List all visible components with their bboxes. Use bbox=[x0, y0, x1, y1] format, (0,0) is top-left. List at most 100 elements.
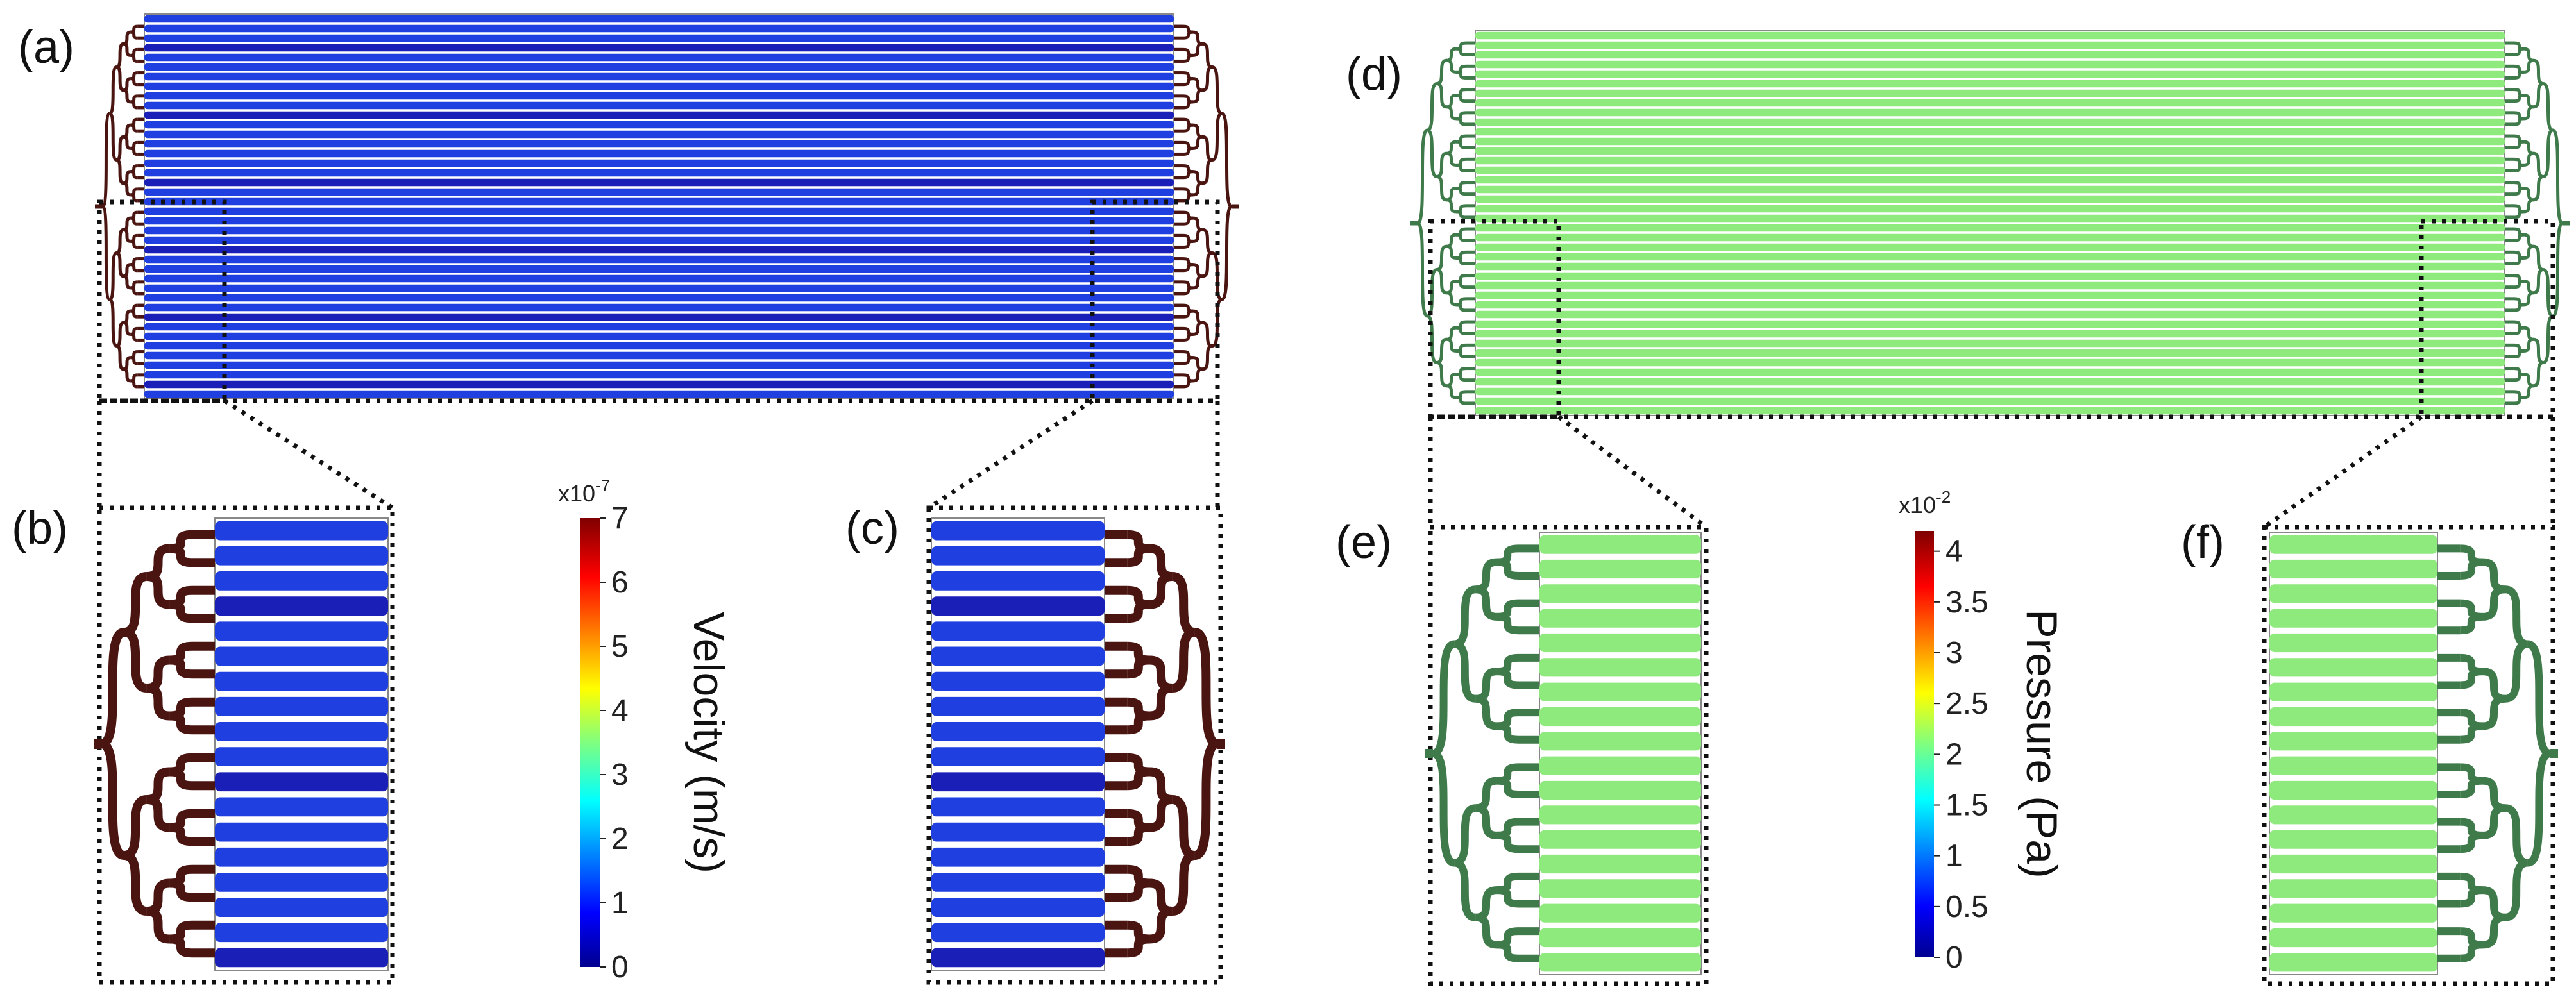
manifold-branch bbox=[1202, 135, 1213, 162]
manifold-branch bbox=[1126, 934, 1150, 958]
manifold-branch bbox=[1149, 572, 1173, 609]
channel bbox=[931, 772, 1105, 792]
pressure-colorbar-gradient bbox=[1915, 531, 1934, 957]
manifold-branch bbox=[123, 88, 131, 104]
channel bbox=[144, 217, 1174, 225]
panel-e-frame bbox=[1428, 525, 1709, 986]
manifold-branch bbox=[1192, 274, 1203, 290]
channel bbox=[144, 178, 1174, 187]
manifold-branch bbox=[123, 30, 131, 46]
manifold-branch bbox=[123, 135, 131, 150]
channel bbox=[215, 822, 388, 842]
channel bbox=[1475, 320, 2505, 328]
channel bbox=[2269, 780, 2437, 800]
channel bbox=[215, 621, 388, 641]
panel-a: (a) bbox=[18, 13, 1239, 510]
panel-e-channels bbox=[1425, 532, 1702, 975]
channel bbox=[1539, 707, 1701, 727]
channel-array-background bbox=[1539, 532, 1702, 975]
channel bbox=[144, 284, 1174, 292]
panel-d-zoom-box-right bbox=[2419, 219, 2555, 419]
manifold-branch bbox=[1446, 384, 1457, 399]
pressure-colorbar-exponent: x10 bbox=[1899, 492, 1936, 518]
channel bbox=[215, 646, 388, 666]
colorbar-tick-label: 5 bbox=[611, 630, 629, 664]
manifold-branch bbox=[1446, 58, 1457, 74]
manifold-branch bbox=[1455, 373, 1466, 382]
manifold-branch bbox=[2533, 58, 2544, 85]
channel bbox=[1539, 805, 1701, 825]
channel bbox=[931, 722, 1105, 741]
channel bbox=[1475, 224, 2505, 232]
manifold-branch bbox=[1183, 170, 1194, 180]
manifold-branch bbox=[1183, 77, 1194, 87]
pressure-colorbar: x10-2 00.511.522.533.54 Pressure (Pa) bbox=[1899, 487, 2066, 975]
channel bbox=[144, 226, 1174, 235]
manifold-branch bbox=[1453, 585, 1477, 648]
manifold-branch bbox=[1455, 210, 1466, 219]
channel bbox=[931, 847, 1105, 867]
channel bbox=[144, 92, 1174, 100]
channel bbox=[215, 772, 388, 792]
manifold-branch bbox=[2526, 750, 2552, 867]
manifold-branch bbox=[1446, 198, 1457, 214]
manifold-branch bbox=[2523, 187, 2534, 202]
panel-d-zoom-box-left bbox=[1428, 219, 1561, 419]
manifold-branch bbox=[130, 263, 138, 273]
channel bbox=[1475, 339, 2505, 348]
channel bbox=[144, 130, 1174, 139]
panel-b-channels bbox=[94, 517, 389, 971]
channel bbox=[144, 265, 1174, 273]
channel bbox=[931, 646, 1105, 666]
panel-a-zoom-box-left bbox=[97, 199, 227, 403]
panel-d-left-manifold bbox=[1410, 41, 1475, 405]
manifold-branch bbox=[108, 251, 119, 301]
manifold-branch bbox=[1126, 600, 1150, 623]
manifold-branch bbox=[123, 274, 131, 290]
manifold-branch bbox=[2551, 128, 2564, 225]
manifold-branch bbox=[169, 878, 192, 902]
channel bbox=[144, 197, 1174, 206]
manifold-branch bbox=[1183, 379, 1194, 389]
manifold-branch bbox=[1453, 859, 1477, 921]
channel bbox=[1475, 176, 2505, 184]
manifold-branch bbox=[1455, 187, 1466, 196]
channel bbox=[931, 621, 1105, 641]
manifold-branch bbox=[2523, 337, 2534, 353]
manifold-branch bbox=[130, 170, 138, 180]
manifold-branch bbox=[1426, 128, 1438, 178]
channel bbox=[144, 44, 1174, 52]
manifold-branch bbox=[169, 823, 192, 846]
panel-a-channel-array bbox=[144, 13, 1174, 399]
channel bbox=[1475, 70, 2505, 78]
panel-d-label: (d) bbox=[1346, 49, 1402, 100]
manifold-branch bbox=[2514, 256, 2525, 265]
manifold-branch bbox=[2533, 175, 2544, 202]
channel bbox=[1475, 397, 2505, 405]
manifold-branch bbox=[2482, 558, 2506, 594]
manifold-branch bbox=[1126, 823, 1150, 846]
channel bbox=[215, 546, 388, 566]
manifold-branch bbox=[2533, 244, 2544, 271]
manifold-branch bbox=[2514, 94, 2525, 103]
manifold-branch bbox=[1192, 321, 1203, 336]
manifold-branch bbox=[1496, 668, 1519, 689]
channel bbox=[2269, 830, 2437, 849]
manifold-branch bbox=[1432, 640, 1456, 757]
colorbar-tick-label: 3 bbox=[611, 758, 629, 792]
channel bbox=[144, 149, 1174, 158]
channel bbox=[1475, 262, 2505, 271]
manifold-branch bbox=[99, 628, 126, 748]
manifold-branch bbox=[1446, 280, 1457, 295]
manifold-branch bbox=[1193, 628, 1219, 748]
manifold-branch bbox=[1446, 233, 1457, 248]
manifold-branch bbox=[1192, 77, 1203, 92]
channel bbox=[1475, 281, 2505, 290]
manifold-branch bbox=[130, 379, 138, 389]
manifold-branch bbox=[2551, 221, 2564, 318]
manifold-branch bbox=[2514, 233, 2525, 242]
channel-array-background bbox=[144, 13, 1174, 399]
channel bbox=[1539, 756, 1701, 775]
